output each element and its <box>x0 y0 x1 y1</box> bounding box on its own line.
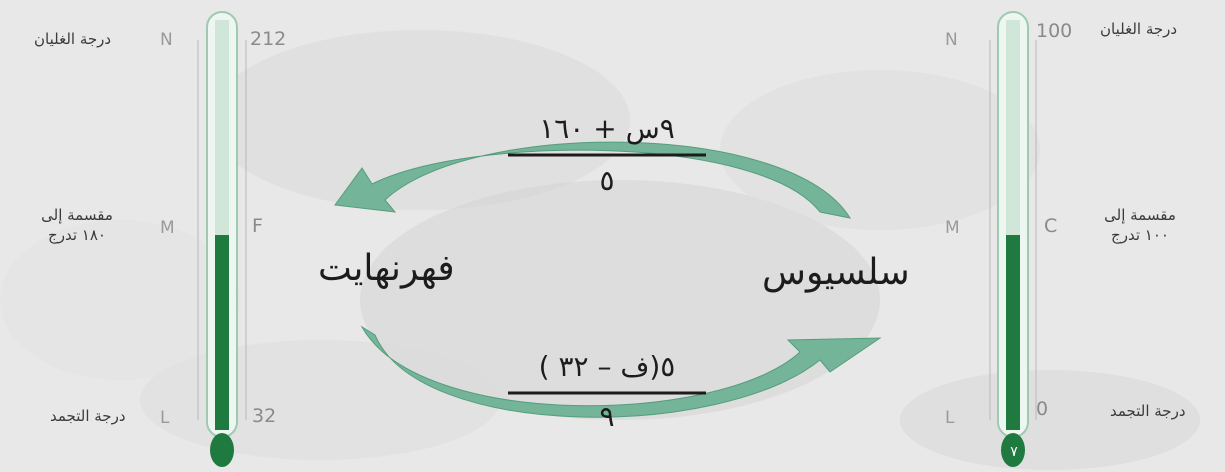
celsius-scale-label: سلسيوس <box>762 252 910 293</box>
fahrenheit-scale-label: فهرنهايت <box>318 248 455 289</box>
celsius-boiling-label: درجة الغليان <box>1100 20 1178 38</box>
celsius-divisions-line2: ١٠٠ تدرج <box>1111 226 1169 244</box>
celsius-tick-m: M <box>945 218 960 238</box>
celsius-tick-l: L <box>945 408 955 428</box>
fahrenheit-thermometer <box>197 11 247 467</box>
arrow-fahrenheit-to-celsius <box>361 326 882 418</box>
celsius-freezing-label: درجة التجمد <box>1110 402 1186 420</box>
celsius-unit-letter: C <box>1044 215 1058 237</box>
fahrenheit-tick-l: L <box>160 408 170 428</box>
celsius-divisions-label: مقسمة إلى ١٠٠ تدرج <box>1080 205 1200 245</box>
fahrenheit-tick-n: N <box>160 30 173 50</box>
c-to-f-denominator: ٥ <box>599 164 615 197</box>
fahrenheit-unit-letter: F <box>252 215 263 237</box>
fahrenheit-divisions-label: مقسمة إلى ١٨٠ تدرج <box>22 205 132 245</box>
celsius-top-value: 100 <box>1036 20 1073 42</box>
fahrenheit-divisions-line1: مقسمة إلى <box>41 206 113 224</box>
fahrenheit-tick-m: M <box>160 218 175 238</box>
fahrenheit-top-value: 212 <box>250 28 287 50</box>
c-to-f-numerator: ٩س + ١٦٠ <box>539 112 675 145</box>
celsius-divisions-line1: مقسمة إلى <box>1104 206 1176 224</box>
fahrenheit-divisions-line2: ١٨٠ تدرج <box>48 226 106 244</box>
fahrenheit-bottom-value: 32 <box>252 405 277 427</box>
celsius-thermometer: ٧ <box>989 11 1037 467</box>
svg-text:٧: ٧ <box>1010 444 1018 460</box>
celsius-tick-n: N <box>945 30 958 50</box>
celsius-bottom-value: 0 <box>1036 398 1049 420</box>
fahrenheit-freezing-label: درجة التجمد <box>50 407 126 425</box>
arrow-celsius-to-fahrenheit <box>334 141 852 219</box>
f-to-c-denominator: ٩ <box>599 400 615 433</box>
fahrenheit-boiling-label: درجة الغليان <box>34 30 112 48</box>
f-to-c-numerator: ٥(ف – ٣٢ ) <box>538 350 676 383</box>
